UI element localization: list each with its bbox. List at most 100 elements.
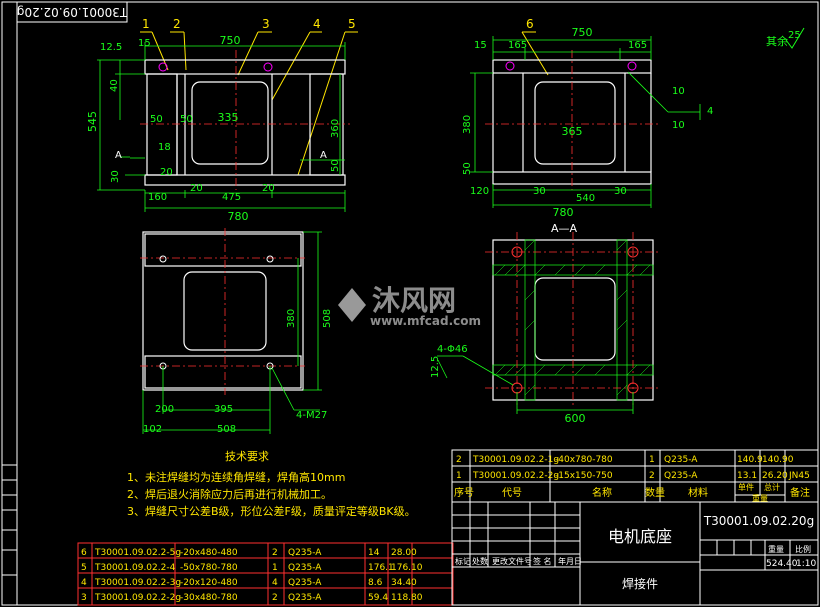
sv-dim-10b: 10 (672, 120, 685, 131)
watermark-url: www.mfcad.com (370, 314, 481, 328)
sv-dim-165b: 165 (628, 40, 647, 51)
pv-holes: 4-M27 (296, 410, 327, 421)
section-weld: 12.5 (430, 356, 441, 378)
sv-dim-15: 15 (474, 40, 487, 51)
bu-r2-w1: 13.1 (737, 471, 757, 481)
bl-r2-no: 5 (81, 563, 87, 573)
bl-r1-qty: 2 (272, 548, 278, 558)
fv-dim-335: 335 (218, 111, 239, 124)
bl-r4-qty: 2 (272, 593, 278, 603)
bu-r1-w1: 140.9 (737, 455, 763, 465)
bu-r1-mat: Q235-A (664, 455, 698, 465)
sv-dim-750: 750 (572, 26, 593, 39)
sv-dim-780: 780 (553, 206, 574, 219)
roughness-other: 其余 (766, 34, 788, 48)
roughness-value: 25 (788, 30, 801, 41)
bu-r2-note: JN45 (788, 471, 810, 481)
tb-label-mark: 标记 (455, 556, 471, 566)
bu-h-qty: 数量 (645, 486, 665, 499)
tech-req-line-1: 1、未注焊缝均为连续角焊缝，焊角高10mm (127, 470, 345, 484)
sv-dim-30b: 30 (614, 186, 627, 197)
fv-section-a-right: A (320, 150, 327, 161)
watermark-brand: 沐风网 (372, 284, 456, 317)
callout-3: 3 (262, 17, 270, 31)
bl-r1-code: T30001.09.02.2-5g (94, 548, 181, 558)
tb-label-count: 处数 (472, 556, 488, 566)
bl-r2-mat: Q235-A (288, 563, 322, 573)
bl-r1-w2: 28.00 (391, 548, 417, 558)
bu-r2-w2: 26.20 (762, 471, 788, 481)
bl-r4-code: T30001.09.02.2-2g (94, 593, 181, 603)
fv-dim-30: 30 (110, 170, 121, 183)
plan-view: 380 508 200 395 102 508 4-M27 (140, 228, 333, 435)
fv-dim-12-5: 12.5 (100, 42, 122, 53)
fv-dim-50a: 50 (150, 114, 163, 125)
callouts (140, 31, 549, 176)
bl-r2-qty: 1 (272, 563, 278, 573)
sv-dim-165a: 165 (508, 40, 527, 51)
bu-h-code: 代号 (502, 487, 522, 499)
bl-r1-spec: -20x480-480 (180, 548, 238, 558)
tb-part-sub: 焊接件 (622, 576, 658, 591)
bu-r1-spec: -40x780-780 (555, 455, 613, 465)
bu-r2-code: T30001.09.02.2-2g (472, 471, 559, 481)
drawing-no-rotated: T30001.09.02.20g (17, 5, 128, 19)
bl-r1-w1: 14 (368, 548, 380, 558)
drawing-no-box (16, 1, 128, 23)
front-view: 750 15 12.5 545 40 50 30 335 50 18 20 36… (86, 34, 350, 223)
fv-section-a-left: A (115, 150, 122, 161)
tb-label-sign: 签 名 (533, 556, 552, 566)
fv-dim-20b: 20 (190, 183, 203, 194)
tech-requirements: 技术要求 1、未注焊缝均为连续角焊缝，焊角高10mm 2、焊后退火消除应力后再进… (127, 450, 416, 518)
tb-part-name: 电机底座 (608, 527, 672, 546)
bu-h-mat: 材料 (688, 486, 708, 499)
bl-r4-w1: 59.4 (368, 593, 388, 603)
tb-scale-label: 比例 (795, 544, 811, 554)
fv-dim-50c: 50 (330, 159, 341, 172)
bu-h-total: 总计 (764, 482, 780, 492)
fv-dim-15: 15 (138, 38, 151, 49)
section-title: A—A (551, 222, 578, 235)
pv-dim-102: 102 (143, 424, 162, 435)
fv-dim-160: 160 (148, 192, 167, 203)
bl-r3-w2: 34.40 (391, 578, 417, 588)
bl-r4-no: 3 (81, 593, 87, 603)
bu-r1-no: 2 (456, 455, 462, 465)
pv-dim-508: 508 (322, 309, 333, 328)
watermark-logo-icon (338, 288, 366, 322)
margin-strip (1, 464, 18, 606)
tb-drawing-no: T30001.09.02.20g (703, 514, 814, 528)
bu-h-unit: 单件 (738, 482, 754, 492)
bu-r2-spec: -15x150-750 (555, 471, 613, 481)
bu-h-note: 备注 (790, 486, 810, 499)
fv-dim-780: 780 (228, 210, 249, 223)
bl-r2-code: T30001.09.02.2-4 (94, 563, 176, 573)
bl-r4-w2: 118.80 (391, 593, 423, 603)
title-block (451, 501, 819, 606)
sv-dim-10a: 10 (672, 86, 685, 97)
bu-r1-qty: 1 (649, 455, 655, 465)
tb-weight: 524.40 (766, 559, 798, 569)
sv-dim-365: 365 (562, 125, 583, 138)
bl-r3-code: T30001.09.02.2-3g (94, 578, 181, 588)
bl-r3-qty: 4 (272, 578, 278, 588)
section-holes: 4-Φ46 (437, 344, 468, 355)
tb-label-docno: 更改文件号 (492, 556, 532, 566)
bu-r2-mat: Q235-A (664, 471, 698, 481)
tb-scale: 1:10 (796, 559, 816, 569)
sv-dim-380: 380 (462, 115, 473, 134)
callout-6: 6 (526, 17, 534, 31)
bl-r4-spec: -30x480-780 (180, 593, 238, 603)
tech-req-line-3: 3、焊缝尺寸公差B级，形位公差F级，质量评定等级BK级。 (127, 504, 416, 518)
roughness-symbol (785, 27, 805, 49)
bl-r1-no: 6 (81, 548, 87, 558)
fv-dim-40: 40 (109, 79, 120, 92)
pv-dim-395: 395 (214, 404, 233, 415)
bu-r1-code: T30001.09.02.2-1g (472, 455, 559, 465)
bl-r2-w2: 176.10 (391, 563, 423, 573)
tb-label-date: 年月日 (558, 556, 582, 566)
bl-r3-no: 4 (81, 578, 87, 588)
bl-r4-mat: Q235-A (288, 593, 322, 603)
bl-r3-mat: Q235-A (288, 578, 322, 588)
